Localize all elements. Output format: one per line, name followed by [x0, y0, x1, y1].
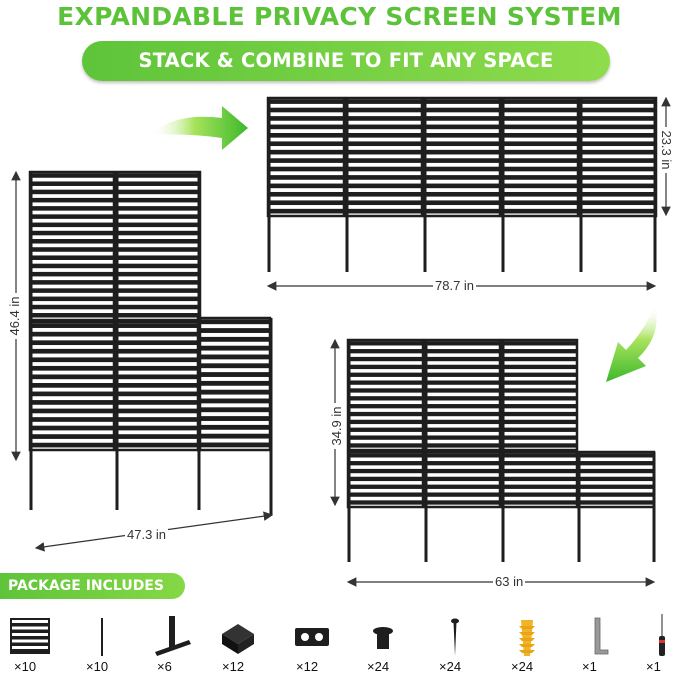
package-item-count: ×12: [222, 659, 245, 674]
left-panel-lower: [114, 320, 202, 452]
package-item-count: ×12: [296, 659, 319, 674]
top-width-label: 78.7 in: [433, 278, 477, 294]
subtitle-banner: STACK & COMBINE TO FIT ANY SPACE: [82, 41, 610, 81]
bottom-width-label: 63 in: [493, 574, 526, 590]
screwdriver-icon: [659, 614, 665, 656]
green-arrow-top: [150, 106, 248, 150]
bottom-panel-lower: [500, 450, 579, 509]
bottom-panel-lower: [423, 450, 502, 509]
left-panel-upper: [114, 170, 202, 322]
fence-diagrams: [28, 96, 658, 562]
bottom-height-label: 34.9 in: [329, 403, 345, 449]
package-item-count: ×24: [439, 659, 462, 674]
anchor-icon: [519, 620, 535, 656]
package-item-count: ×1: [646, 659, 661, 674]
top-panel: [500, 96, 580, 218]
page-title: EXPANDABLE PRIVACY SCREEN SYSTEM: [57, 2, 622, 31]
cap-icon: [222, 624, 254, 654]
top-panel: [344, 96, 424, 218]
package-icons: [10, 614, 665, 656]
nut-icon: [373, 627, 393, 649]
top-panel: [578, 96, 658, 218]
bottom-panel-upper: [500, 338, 579, 452]
bottom-panel-lower: [346, 450, 425, 509]
package-item-count: ×1: [582, 659, 597, 674]
left-panel-lower: [28, 320, 116, 452]
fence-panel-icon: [10, 618, 50, 654]
bottom-panel-upper: [346, 338, 425, 452]
left-width-label: 47.3 in: [125, 527, 169, 543]
connector-plate-icon: [295, 628, 329, 646]
top-panel: [266, 96, 346, 218]
bottom-panel-upper: [423, 338, 502, 452]
package-item-count: ×6: [157, 659, 172, 674]
bottom-panel-short: [576, 450, 656, 509]
screw-icon: [451, 618, 459, 656]
top-panel: [422, 96, 502, 218]
top-height-label: 23.3 in: [658, 127, 674, 173]
package-item-count: ×24: [511, 659, 534, 674]
green-arrow-bottom: [606, 305, 657, 382]
package-item-count: ×24: [367, 659, 390, 674]
package-includes-banner: PACKAGE INCLUDES: [0, 573, 185, 599]
bracket-icon: [155, 616, 191, 656]
left-panel-short: [196, 316, 272, 452]
left-height-label: 46.4 in: [7, 293, 23, 339]
hex-key-icon: [594, 617, 609, 655]
package-item-count: ×10: [14, 659, 37, 674]
left-panel-upper: [28, 170, 116, 322]
package-item-count: ×10: [86, 659, 109, 674]
